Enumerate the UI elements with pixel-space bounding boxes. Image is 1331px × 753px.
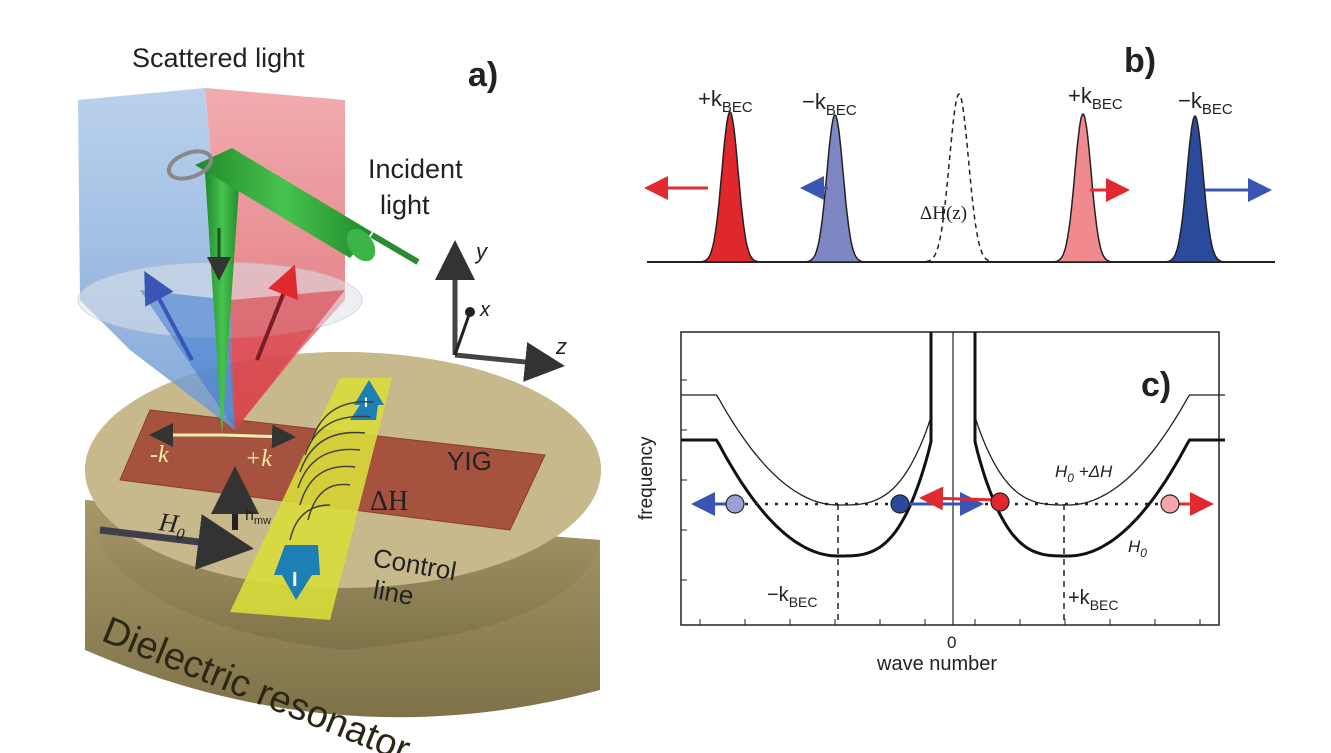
minus-kbec-label: −kBEC xyxy=(767,584,817,610)
peak1-label: +kBEC xyxy=(698,86,753,116)
coordinate-axes: y x z xyxy=(435,239,567,382)
red-cone-base xyxy=(230,290,345,430)
hmw-label: hmw xyxy=(245,507,271,527)
control-strip xyxy=(230,378,392,620)
delta-h-z-label: ΔH(z) xyxy=(920,203,967,224)
minus-k-label: -k xyxy=(150,442,169,468)
incident-light-label-line1: Incident xyxy=(368,154,463,184)
panel-a: I I -k +k xyxy=(77,43,601,753)
peak2-label: −kBEC xyxy=(802,89,857,119)
plus-kbec-label: +kBEC xyxy=(1068,587,1118,613)
incident-beam-horizontal xyxy=(195,148,372,258)
peak-plus-kbec-pink xyxy=(1032,112,1134,263)
peak4-label: +kBEC xyxy=(1068,83,1123,113)
field-loops xyxy=(289,400,375,541)
axis-z-label: z xyxy=(555,334,567,359)
current-arrow-bottom xyxy=(274,545,320,600)
magnon-dot-pink xyxy=(1160,494,1180,514)
peak-minus-kbec-darkblue xyxy=(1144,114,1246,263)
x-zero-tick-label: 0 xyxy=(947,633,956,652)
blue-cone-base xyxy=(140,290,235,430)
control-line-label-2: line xyxy=(371,574,416,611)
peak-minus-kbec-lightblue xyxy=(784,113,886,263)
h0-arrow xyxy=(99,514,254,570)
panel-c-ticks xyxy=(681,379,1201,625)
y-axis-label: frequency xyxy=(636,436,657,520)
curve-h0-plus-dh-right xyxy=(974,332,1225,506)
curve-lower-label: H0 xyxy=(1128,537,1147,560)
input-fiber xyxy=(370,232,420,265)
plus-k-arrow xyxy=(221,424,296,449)
current-label-bottom: I xyxy=(292,569,298,591)
peak5-label: −kBEC xyxy=(1178,88,1233,118)
axis-y-label: y xyxy=(474,239,489,264)
x-axis-label: wave number xyxy=(876,653,997,675)
dot3-arrow xyxy=(919,486,1001,511)
scattered-blue-arrow xyxy=(144,270,194,361)
panel-b: +kBEC −kBEC +kBEC −kBEC ΔH(z) b) xyxy=(644,42,1275,263)
curve-h0-left xyxy=(681,332,933,558)
panel-c-label: c) xyxy=(1141,366,1171,404)
incident-light-label-line2: light xyxy=(380,190,430,220)
yig-label: YIG xyxy=(447,446,492,476)
curve-h0-right xyxy=(973,332,1225,558)
curve-h0-plus-dh-left xyxy=(681,332,932,506)
current-arrow-top xyxy=(350,380,384,420)
peak-plus-kbec-red xyxy=(679,110,781,263)
mirror-icon xyxy=(166,149,214,181)
panel-a-label: a) xyxy=(468,56,498,94)
plus-k-label: +k xyxy=(245,446,272,472)
scattered-light-label: Scattered light xyxy=(132,43,305,73)
curve-upper-label: H0 +ΔH xyxy=(1055,462,1113,485)
axis-x-label: x xyxy=(479,299,491,321)
h0-label: H0 xyxy=(156,507,188,544)
scattered-red-arrow xyxy=(255,264,298,361)
peak-delta-h-dashed xyxy=(899,92,1019,263)
magnon-dot-light-blue xyxy=(725,494,745,514)
delta-h-label: ΔH xyxy=(370,486,408,517)
incident-beam-vertical xyxy=(205,172,240,435)
beam-end xyxy=(346,228,376,262)
magnon-dot-red xyxy=(990,492,1010,512)
panel-b-label: b) xyxy=(1124,42,1156,80)
panel-c-frame xyxy=(680,331,1220,626)
magnon-dot-dark-blue xyxy=(890,494,910,514)
panel-c: H0 +ΔH H0 −kBEC +kBEC 0 wave number freq… xyxy=(636,331,1225,675)
